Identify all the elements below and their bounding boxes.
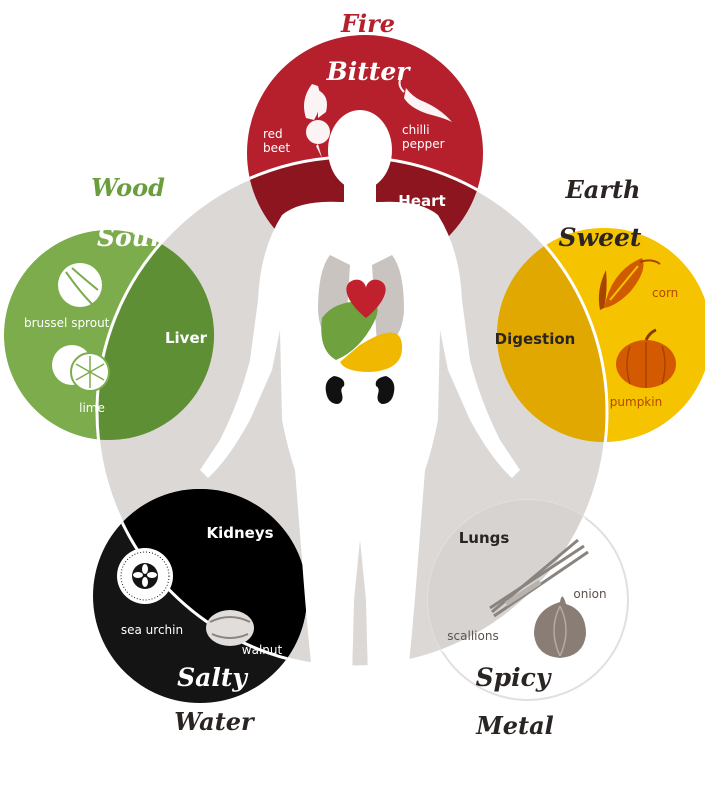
food-label-red-beet: red beet xyxy=(263,127,290,155)
water-element-label: Water xyxy=(174,707,256,736)
food-label-pumpkin: pumpkin xyxy=(610,395,662,409)
metal-element-label: Metal xyxy=(475,711,554,740)
food-label-corn: corn xyxy=(652,286,678,300)
wood-taste-label: Sour xyxy=(97,223,165,252)
digestion-organ-label: Digestion xyxy=(495,330,576,348)
fire-taste-label: Bitter xyxy=(326,57,412,86)
heart-organ-label: Heart xyxy=(398,192,445,210)
wood-element-label: Wood xyxy=(91,173,165,202)
water-taste-label: Salty xyxy=(177,663,248,692)
food-label-sea-urchin: sea urchin xyxy=(121,623,183,637)
brussel-sprout-icon xyxy=(58,263,102,307)
metal-taste-label: Spicy xyxy=(476,663,552,692)
liver-organ-label: Liver xyxy=(165,329,208,347)
walnut-icon xyxy=(206,610,254,646)
sea-urchin-icon xyxy=(117,548,173,604)
lungs-organ-label: Lungs xyxy=(459,529,510,547)
food-label-brussel-sprout: brussel sprout xyxy=(24,316,110,330)
food-label-walnut: walnut xyxy=(242,643,283,657)
food-label-onion: onion xyxy=(573,587,606,601)
fire-element-label: Fire xyxy=(340,9,395,38)
earth-element-label: Earth xyxy=(564,175,640,204)
earth-taste-label: Sweet xyxy=(559,223,642,252)
kidneys-organ-label: Kidneys xyxy=(206,524,273,542)
food-label-lime: lime xyxy=(79,401,105,415)
food-label-scallions: scallions xyxy=(447,629,498,643)
